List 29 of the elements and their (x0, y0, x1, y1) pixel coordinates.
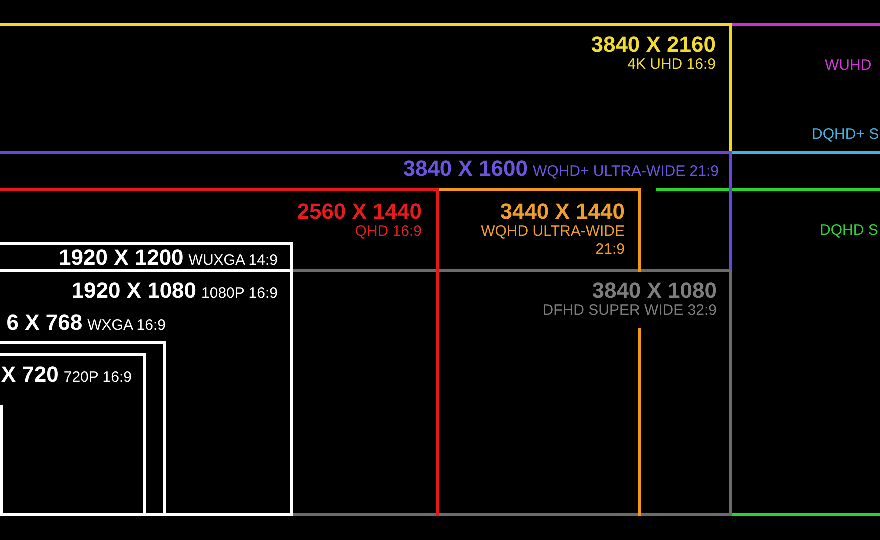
format-label: 4K UHD 16:9 (628, 56, 716, 74)
format-label: DFHD SUPER WIDE 32:9 (542, 302, 717, 320)
format-label: 1080P 16:9 (202, 284, 278, 303)
resolution-outline (293, 269, 732, 516)
format-label: WQHD+ ULTRA-WIDE 21:9 (533, 162, 719, 181)
resolution-outline (0, 353, 146, 516)
resolution-value: 3840 X 2160 (591, 34, 716, 56)
resolution-value: 1920 X 1200 (59, 246, 184, 268)
resolution-outline (0, 188, 439, 516)
format-label: QHD 16:9 (355, 222, 422, 241)
resolution-outline (0, 23, 732, 516)
format-label: DQHD S (820, 222, 878, 241)
format-label: WUXGA 14:9 (188, 252, 278, 270)
resolution-outline (0, 405, 3, 516)
format-label: WXGA 16:9 (88, 316, 166, 335)
format-label: WQHD ULTRA-WIDE 21:9 (480, 222, 625, 260)
format-label: DQHD+ S (812, 126, 880, 145)
format-label: 720P 16:9 (64, 368, 132, 387)
resolution-value: 3840 X 1080 (592, 280, 717, 302)
resolution-outline (0, 188, 641, 516)
resolution-value: X 720 (1, 364, 59, 386)
resolution-outline (0, 23, 880, 516)
resolution-value: 3840 X 1600 (403, 158, 528, 180)
resolution-outline (0, 151, 732, 516)
resolution-value: 1920 X 1080 (72, 280, 197, 302)
resolution-value: 3440 X 1440 (500, 200, 625, 222)
format-label: WUHD (825, 57, 872, 76)
resolution-value: 2560 X 1440 (297, 200, 422, 222)
resolution-value: 6 X 768 (6, 312, 83, 334)
